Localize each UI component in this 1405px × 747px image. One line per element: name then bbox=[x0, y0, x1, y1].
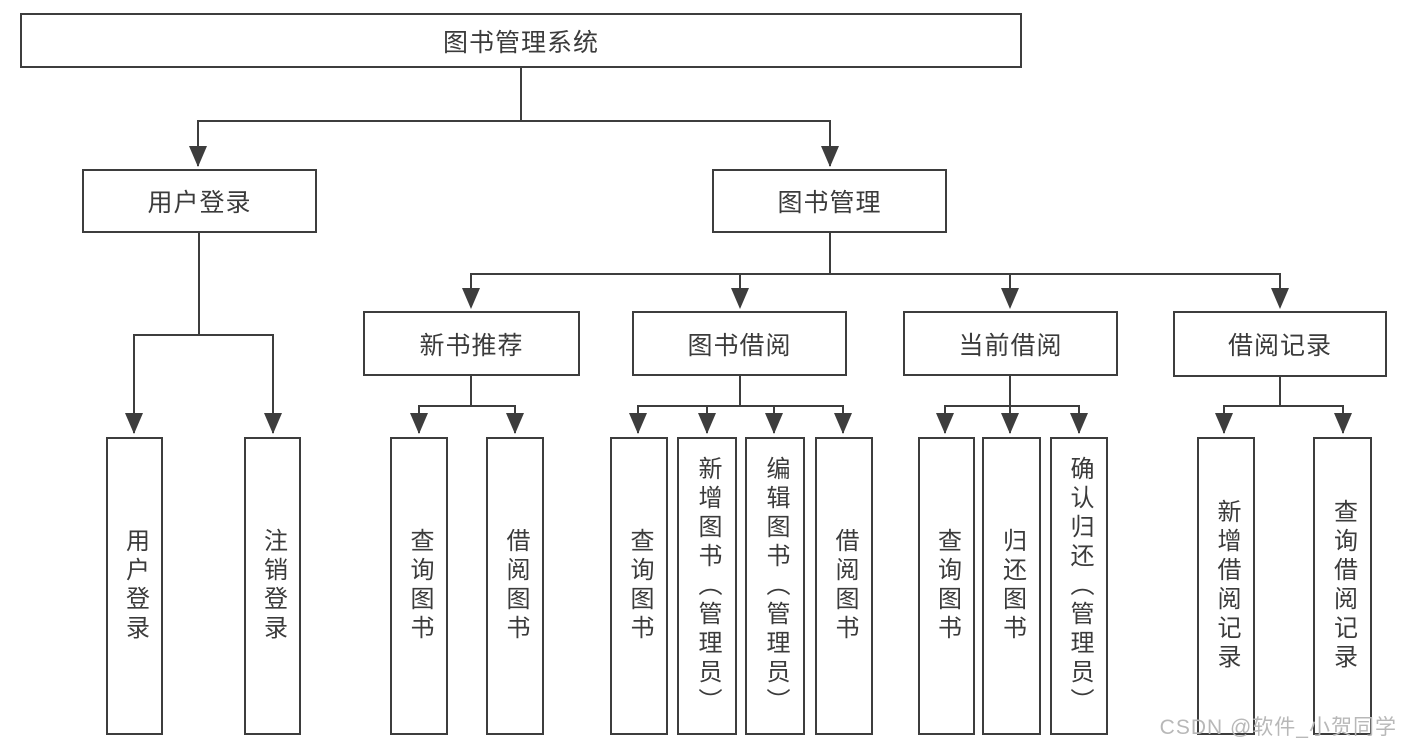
edge-user-login-bus bbox=[133, 334, 274, 336]
node-book-borrow-label: 图书借阅 bbox=[687, 331, 792, 360]
node-book-management: 图书管理 bbox=[712, 169, 947, 233]
arrowhead-book-management-icon bbox=[821, 146, 839, 167]
node-borrow-records-label: 借阅记录 bbox=[1227, 332, 1332, 360]
edge-user-login-stem bbox=[198, 233, 200, 336]
edge-current-borrow-stem bbox=[1009, 376, 1011, 407]
csdn-watermark: CSDN @软件_小贺同学 bbox=[1159, 716, 1397, 739]
arrowhead-leaf-newbook-borrow-icon bbox=[506, 413, 524, 434]
arrowhead-user-login-icon bbox=[189, 146, 207, 167]
leaf-current-confirm-return-admin: 确认归还（管理员） bbox=[1050, 437, 1108, 735]
leaf-logout: 注销登录 bbox=[244, 437, 301, 735]
edge-borrow-records-bus bbox=[1223, 405, 1343, 407]
arrowhead-leaf-borrow-edit-icon bbox=[765, 413, 783, 434]
arrowhead-book-borrow-icon bbox=[731, 288, 749, 309]
arrowhead-leaf-logout-icon bbox=[264, 413, 282, 434]
leaf-records-add-record: 新增借阅记录 bbox=[1197, 437, 1255, 735]
node-borrow-records: 借阅记录 bbox=[1173, 311, 1387, 377]
node-new-book-recommend-label: 新书推荐 bbox=[419, 331, 524, 360]
edge-book-borrow-bus bbox=[637, 405, 844, 407]
edge-level3-bus bbox=[470, 273, 1281, 275]
arrowhead-leaf-records-add-icon bbox=[1215, 413, 1233, 434]
leaf-current-query-books: 查询图书 bbox=[918, 437, 975, 735]
node-book-borrow: 图书借阅 bbox=[632, 311, 847, 376]
node-new-book-recommend: 新书推荐 bbox=[363, 311, 580, 376]
arrowhead-borrow-records-icon bbox=[1271, 288, 1289, 309]
arrowhead-leaf-records-query-icon bbox=[1334, 413, 1352, 434]
arrowhead-leaf-borrow-query-icon bbox=[629, 413, 647, 434]
leaf-borrow-edit-books-admin: 编辑图书（管理员） bbox=[745, 437, 805, 735]
edge-book-borrow-stem bbox=[739, 376, 741, 407]
node-user-login-label: 用户登录 bbox=[147, 189, 252, 217]
node-book-management-label: 图书管理 bbox=[777, 189, 882, 217]
edge-to-user-login bbox=[197, 120, 199, 166]
node-user-login: 用户登录 bbox=[82, 169, 317, 233]
arrowhead-leaf-current-confirm-icon bbox=[1070, 413, 1088, 434]
edge-to-leaf-user-login bbox=[133, 334, 135, 433]
edge-to-book-management bbox=[829, 120, 831, 166]
edge-new-book-recommend-bus bbox=[418, 405, 516, 407]
arrowhead-leaf-current-return-icon bbox=[1001, 413, 1019, 434]
arrowhead-leaf-borrow-add-icon bbox=[698, 413, 716, 434]
leaf-borrow-add-books-admin: 新增图书（管理员） bbox=[677, 437, 737, 735]
leaf-newbook-borrow-books: 借阅图书 bbox=[486, 437, 544, 735]
edge-to-leaf-logout bbox=[272, 334, 274, 433]
edge-borrow-records-stem bbox=[1279, 377, 1281, 407]
arrowhead-leaf-newbook-query-icon bbox=[410, 413, 428, 434]
node-current-borrow-label: 当前借阅 bbox=[958, 331, 1063, 360]
edge-book-management-stem bbox=[829, 233, 831, 274]
edge-new-book-recommend-stem bbox=[470, 376, 472, 407]
leaf-borrow-query-books: 查询图书 bbox=[610, 437, 668, 735]
leaf-user-login: 用户登录 bbox=[106, 437, 163, 735]
node-root-label: 图书管理系统 bbox=[442, 28, 599, 57]
arrowhead-current-borrow-icon bbox=[1001, 288, 1019, 309]
edge-root-stem bbox=[520, 68, 522, 121]
leaf-newbook-query-books: 查询图书 bbox=[390, 437, 448, 735]
leaf-current-return-books: 归还图书 bbox=[982, 437, 1041, 735]
leaf-records-query-record: 查询借阅记录 bbox=[1313, 437, 1372, 735]
edge-current-borrow-bus bbox=[944, 405, 1080, 407]
edge-level2-bus bbox=[197, 120, 831, 122]
node-root-library-system: 图书管理系统 bbox=[20, 13, 1022, 68]
node-current-borrow: 当前借阅 bbox=[903, 311, 1118, 376]
arrowhead-leaf-user-login-icon bbox=[125, 413, 143, 434]
arrowhead-leaf-current-query-icon bbox=[936, 413, 954, 434]
leaf-borrow-borrow-books: 借阅图书 bbox=[815, 437, 873, 735]
arrowhead-new-book-recommend-icon bbox=[462, 288, 480, 309]
arrowhead-leaf-borrow-borrow-icon bbox=[834, 413, 852, 434]
